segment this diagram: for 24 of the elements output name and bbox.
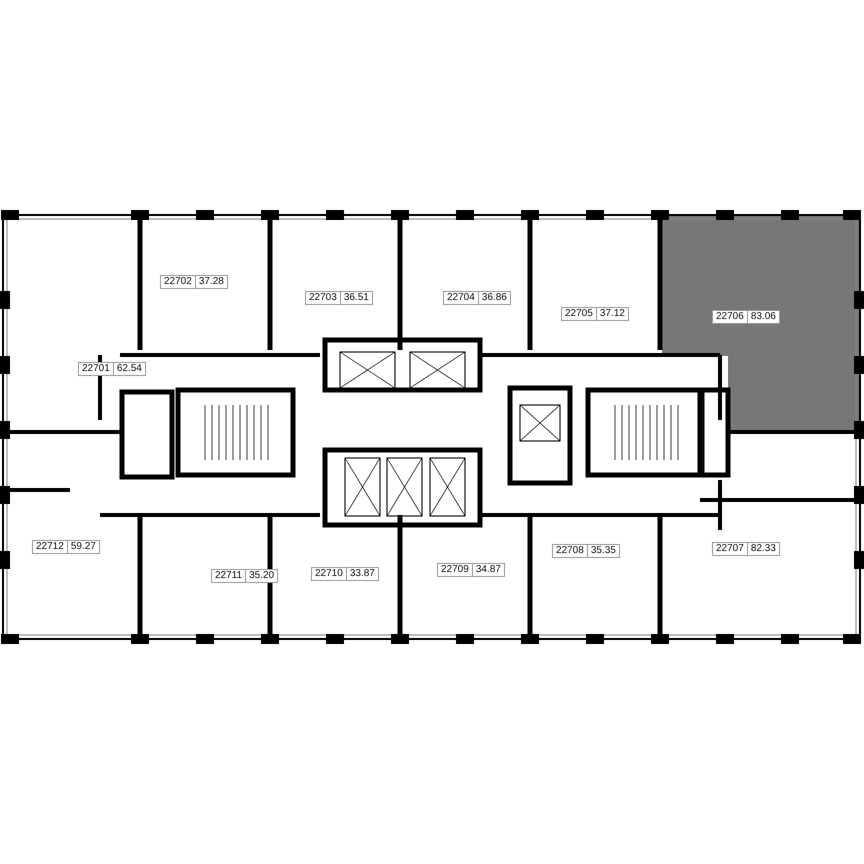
apartment-area: 35.35 [588, 544, 620, 558]
apartment-number: 22706 [712, 310, 748, 324]
apartment-area: 82.33 [748, 542, 780, 556]
apartment-area: 37.12 [596, 307, 629, 321]
apartment-number: 22710 [311, 567, 347, 581]
apartment-number: 22707 [712, 542, 748, 556]
apartment-number: 22705 [561, 307, 597, 321]
apartment-number: 22709 [437, 563, 473, 577]
apartment-area: 37.28 [196, 275, 228, 289]
apartment-number: 22711 [211, 569, 246, 583]
apartment-number: 22704 [443, 291, 479, 305]
apartment-number: 22702 [160, 275, 196, 289]
apartment-area: 36.51 [340, 291, 373, 305]
apartment-area: 36.86 [478, 291, 511, 305]
apartment-area: 83.06 [748, 310, 780, 324]
apartment-area: 33.87 [346, 567, 379, 581]
apartment-number: 22701 [78, 362, 114, 376]
apartment-number: 22712 [32, 540, 68, 554]
apartment-number: 22708 [552, 544, 588, 558]
apartment-area: 59.27 [68, 540, 100, 554]
apartment-number: 22703 [305, 291, 341, 305]
apartment-area: 34.87 [472, 563, 505, 577]
apartment-area: 62.54 [114, 362, 146, 376]
apartment-area: 35.20 [246, 569, 278, 583]
